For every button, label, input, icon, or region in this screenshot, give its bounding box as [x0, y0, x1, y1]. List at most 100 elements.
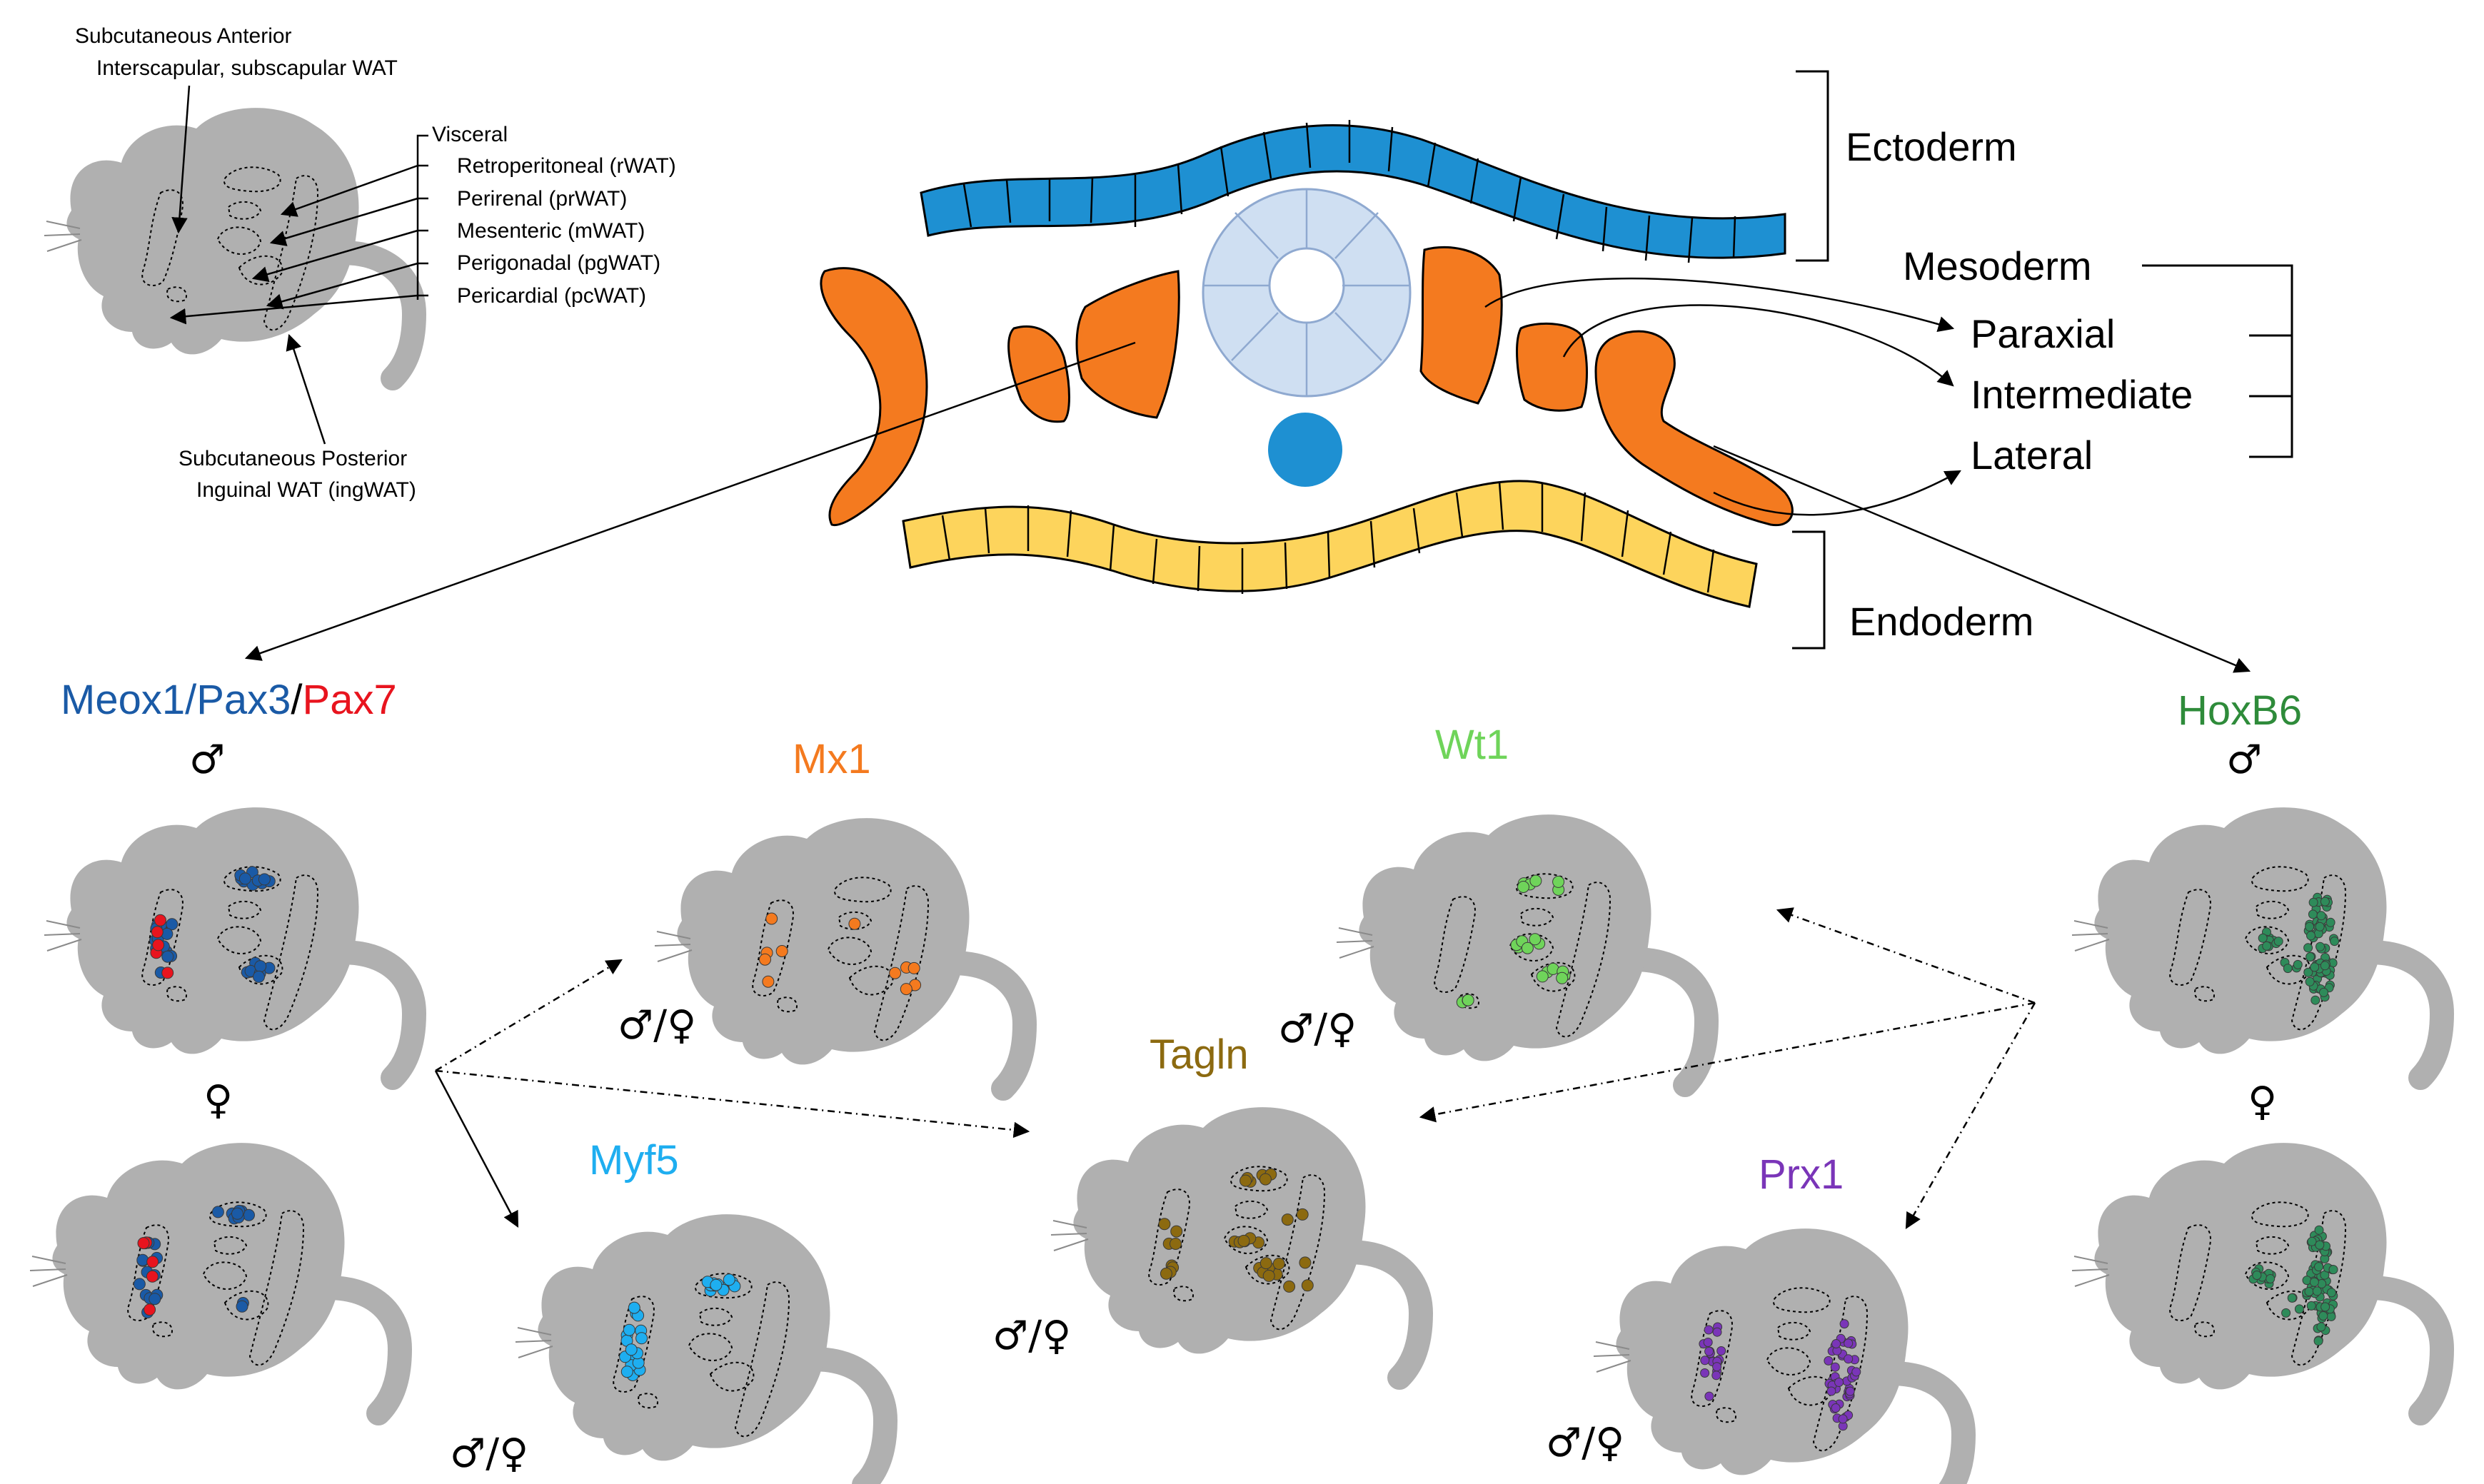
- lineage-cell-dot: [710, 1278, 723, 1291]
- endoderm-label: Endoderm: [1849, 599, 2033, 644]
- lateral-label: Lateral: [1971, 433, 2093, 478]
- lineage-cell-dot: [2283, 964, 2293, 974]
- perigonadal-label: Perigonadal (pgWAT): [457, 251, 660, 275]
- depot-key-pointers: [169, 164, 418, 325]
- visceral-label: Visceral: [432, 123, 508, 146]
- lineage-cell-dot: [2315, 922, 2325, 932]
- lineage-cell-dot: [1826, 1386, 1836, 1396]
- lineage-cell-dot: [1712, 1362, 1722, 1372]
- lineage-cell-dot: [1844, 1354, 1854, 1364]
- pax3-text: Pax3: [196, 677, 291, 723]
- wt1-title: Wt1: [1435, 722, 1509, 768]
- wt1-mouse: [1337, 814, 1706, 1085]
- lineage-cell-dot: [2312, 1286, 2322, 1296]
- embryo-cross-section: [820, 120, 1794, 608]
- slash-1: /: [185, 677, 197, 723]
- lineage-cell-dot: [889, 966, 902, 979]
- prx1-sex-label: ♂/♀: [1546, 1420, 1624, 1466]
- lineage-cell-dot: [161, 950, 174, 963]
- retroperitoneal-label: Retroperitoneal (rWAT): [457, 154, 676, 178]
- hoxb6-female-mouse: [2072, 1143, 2442, 1413]
- intermediate-mesoderm-right: [1516, 322, 1588, 412]
- paraxial-label: Paraxial: [1971, 311, 2115, 356]
- lineage-cell-dot: [1281, 1213, 1294, 1226]
- lineage-cell-dot: [1711, 1371, 1721, 1380]
- hoxb6-female-label: ♀: [2248, 1079, 2277, 1125]
- lineage-cell-dot: [2319, 987, 2328, 997]
- lineage-cell-dot: [2306, 931, 2315, 941]
- lineage-cell-dot: [2303, 967, 2313, 977]
- lineage-cell-dot: [146, 1270, 159, 1283]
- meox1-female-label: ♀: [203, 1077, 233, 1124]
- lineage-cell-dot: [166, 918, 178, 931]
- lineage-cell-dot: [2320, 1302, 2330, 1312]
- lineage-cell-dot: [146, 1256, 159, 1268]
- lineage-cell-dot: [907, 961, 920, 974]
- lineage-cell-dot: [253, 970, 265, 983]
- lineage-cell-dot: [1824, 1356, 1834, 1366]
- myf5-title: Myf5: [589, 1137, 679, 1183]
- lineage-cell-dot: [2326, 1288, 2336, 1298]
- lineage-cell-dot: [625, 1343, 638, 1356]
- lineage-cell-dot: [1521, 942, 1534, 954]
- lineage-cell-dot: [1552, 875, 1565, 888]
- lineage-origin-arrows: [244, 341, 2251, 673]
- lineage-cell-dot: [1259, 1257, 1272, 1270]
- lineage-cell-dot: [1831, 1403, 1841, 1413]
- lineage-cell-dot: [1845, 1386, 1855, 1396]
- hoxb6-male-label: ♂: [2226, 737, 2262, 783]
- lineage-cell-dot: [133, 1278, 146, 1291]
- subcutaneous-anterior-detail: Interscapular, subscapular WAT: [96, 56, 398, 80]
- lineage-cell-dot: [1536, 970, 1549, 983]
- lineage-cell-dot: [1170, 1225, 1183, 1238]
- lineage-cell-dot: [2316, 1322, 2326, 1332]
- lineage-cell-dot: [2326, 1311, 2336, 1321]
- lineage-cell-dot: [2310, 962, 2320, 972]
- prx1-title: Prx1: [1759, 1151, 1844, 1198]
- mx1-sex-label: ♂/♀: [618, 1002, 696, 1049]
- lineage-cell-dot: [2266, 1274, 2276, 1283]
- paraxial-mesoderm-right: [1419, 246, 1503, 405]
- intermediate-label: Intermediate: [1971, 372, 2193, 417]
- mesenteric-label: Mesenteric (mWAT): [457, 219, 645, 243]
- lineage-cell-dot: [2262, 941, 2272, 951]
- lineage-cell-dot: [2316, 911, 2326, 921]
- lineage-cell-dot: [2308, 897, 2318, 907]
- lineage-cell-dot: [2293, 959, 2303, 969]
- lineage-cell-dot: [1834, 1378, 1844, 1387]
- mesoderm-bracket: [2142, 264, 2293, 458]
- lineage-cell-dot: [2314, 1225, 2324, 1235]
- lineage-cell-dot: [152, 939, 165, 952]
- lineage-cell-dot: [1704, 1325, 1714, 1335]
- lineage-cell-dot: [2313, 1336, 2323, 1346]
- endoderm-bracket: [1792, 530, 1826, 650]
- lineage-cell-dot: [1259, 1173, 1272, 1186]
- lineage-cell-dot: [623, 1323, 635, 1336]
- lineage-cell-dot: [1296, 1208, 1309, 1221]
- lineage-cell-dot: [1851, 1367, 1861, 1377]
- lateral-mesoderm-left: [820, 267, 928, 526]
- meox1-pax3-pax7-title: Meox1/Pax3/Pax7: [61, 677, 397, 723]
- lineage-cell-dot: [1240, 1174, 1252, 1187]
- lineage-cell-dot: [2294, 1304, 2304, 1314]
- lineage-cell-dot: [2305, 976, 2315, 986]
- lineage-cell-dot: [1160, 1267, 1172, 1280]
- lineage-cell-dot: [1704, 1391, 1714, 1401]
- lineage-cell-dot: [1517, 881, 1529, 893]
- lineage-cell-dot: [1839, 1319, 1849, 1329]
- lineage-cell-dot: [2320, 897, 2330, 907]
- mesoderm-origin-arrows: [1484, 277, 1961, 516]
- lineage-cell-dot: [2320, 961, 2330, 971]
- lineage-cell-dot: [1704, 1346, 1714, 1356]
- lineage-cell-dot: [2325, 917, 2335, 927]
- tagln-sex-label: ♂/♀: [992, 1313, 1071, 1359]
- lineage-cell-dot: [1170, 1238, 1182, 1250]
- lineage-cell-dot: [151, 926, 164, 939]
- lineage-cell-dot: [2314, 1262, 2323, 1272]
- lineage-cell-dot: [236, 1300, 248, 1313]
- meox1-female-mouse: [30, 1143, 400, 1413]
- lineage-cell-dot: [161, 966, 174, 979]
- ectoderm-label: Ectoderm: [1846, 124, 2017, 169]
- lineage-cell-dot: [2309, 1277, 2319, 1287]
- lineage-cell-dot: [1283, 1280, 1296, 1293]
